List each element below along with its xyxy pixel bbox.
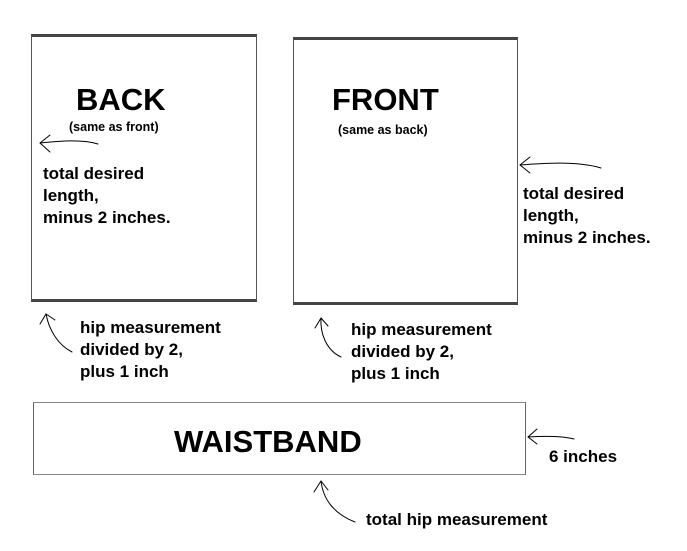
front-length-note-line: minus 2 inches. [523,228,651,247]
back-width-note-line: hip measurement [80,318,221,337]
front-width-arrow-icon [314,317,342,358]
waistband-height-note: 6 inches [549,447,618,466]
back-width-note-line: divided by 2, [80,340,183,359]
front-width-note: hip measurement divided by 2, plus 1 inc… [351,319,492,385]
front-width-note-line: plus 1 inch [351,364,440,383]
waistband-length-note: total hip measurement [366,510,548,529]
waistband-pattern-piece [33,402,526,475]
front-subtitle: (same as back) [338,123,428,137]
front-length-note-line: total desired [523,184,625,203]
back-length-note-line: total desired [43,164,145,183]
front-width-note-line: hip measurement [351,320,492,339]
front-pattern-piece [293,37,518,305]
back-length-note-line: minus 2 inches. [43,208,171,227]
front-length-note: total desired length, minus 2 inches. [523,183,651,249]
back-title: BACK [76,82,166,117]
back-width-note: hip measurement divided by 2, plus 1 inc… [80,317,221,383]
waistband-title: WAISTBAND [174,424,362,459]
back-length-note: total desired length, minus 2 inches. [43,163,171,229]
waistband-length-arrow-icon [313,480,356,523]
back-length-note-line: length, [43,186,99,205]
front-length-arrow-icon [519,156,602,174]
back-pattern-piece [31,34,257,302]
front-title: FRONT [332,82,439,117]
back-width-arrow-icon [39,313,73,353]
back-subtitle: (same as front) [69,120,159,134]
front-width-note-line: divided by 2, [351,342,454,361]
waistband-height-arrow-icon [527,428,575,445]
back-width-note-line: plus 1 inch [80,362,169,381]
front-length-note-line: length, [523,206,579,225]
